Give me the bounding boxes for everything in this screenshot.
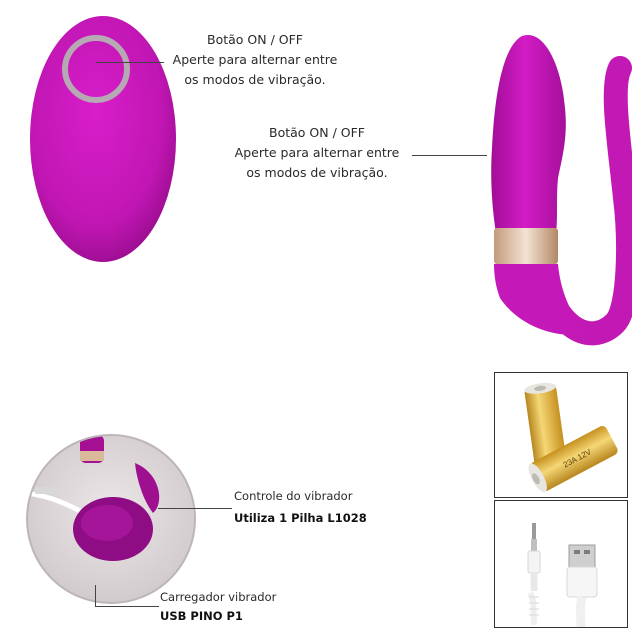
remote-control-detail: Utiliza 1 Pilha L1028	[234, 511, 367, 525]
closeup-circle-image	[25, 433, 197, 605]
remote-button-annotation: Botão ON / OFF Aperte para alternar entr…	[160, 30, 350, 90]
vibrator-button-line1: Aperte para alternar entre	[234, 145, 400, 160]
vibrator-button-title: Botão ON / OFF	[269, 125, 365, 140]
remote-button-line1: Aperte para alternar entre	[172, 52, 338, 67]
vibrator-button-leader-line	[412, 155, 487, 156]
charger-leader-horizontal	[95, 606, 159, 607]
remote-button-line2: os modos de vibração.	[184, 72, 326, 87]
vibrator-button-line2: os modos de vibração.	[246, 165, 388, 180]
remote-control-label: Controle do vibrador	[234, 489, 353, 503]
vibrator-image	[470, 28, 632, 353]
charger-detail: USB PINO P1	[160, 609, 243, 623]
remote-control-leader-line	[158, 508, 232, 509]
power-ring-icon	[62, 35, 130, 103]
charger-cable-image-box	[494, 500, 628, 628]
charger-label: Carregador vibrador	[160, 590, 277, 604]
remote-button-title: Botão ON / OFF	[207, 32, 303, 47]
remote-control-image	[25, 12, 185, 267]
vibrator-button-annotation: Botão ON / OFF Aperte para alternar entr…	[222, 123, 412, 183]
batteries-image-box: 23A 12V	[494, 372, 628, 498]
remote-button-leader-line	[96, 62, 164, 63]
charger-leader-vertical	[95, 585, 96, 607]
